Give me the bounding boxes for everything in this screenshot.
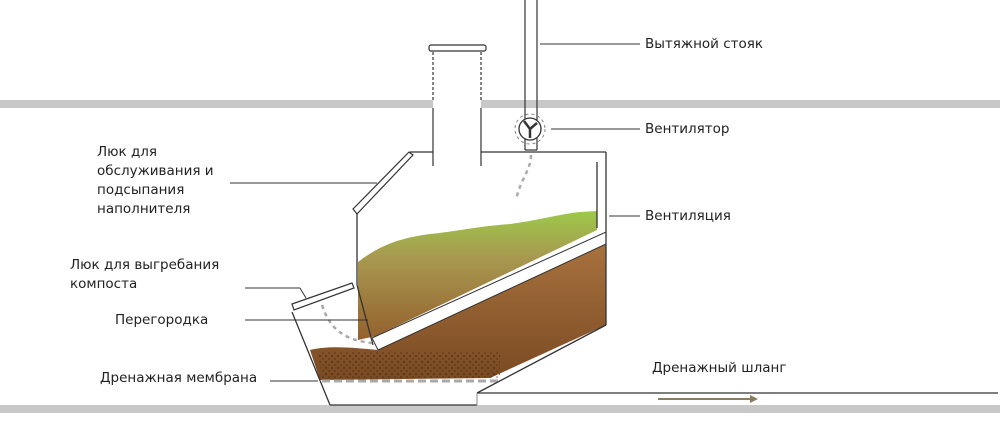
label-line: Люк для выгребания	[70, 257, 220, 273]
leader-lines	[230, 43, 640, 382]
label-line: наполнителя	[97, 201, 191, 217]
upper-floor-slab-left	[0, 100, 433, 108]
label-line: подсыпания	[97, 182, 185, 198]
fan-icon	[514, 113, 546, 145]
label-partition: Перегородка	[115, 312, 209, 328]
label-line: компоста	[70, 276, 138, 292]
service-hatch	[352, 151, 414, 215]
label-fan: Вентилятор	[645, 121, 730, 137]
lower-compost-layer	[310, 244, 606, 380]
compost-hatch-dashed-path	[320, 304, 373, 345]
label-line: обслуживания и	[97, 163, 214, 179]
label-exhaust-riser: Вытяжной стояк	[645, 36, 764, 52]
tank-outline	[291, 151, 607, 406]
compost-hatch	[291, 282, 355, 311]
label-compost-hatch: Люк для выгребания компоста	[70, 256, 219, 294]
drain-hose	[476, 392, 998, 405]
label-drain-hose: Дренажный шланг	[652, 360, 787, 376]
label-line: Люк для	[97, 144, 158, 160]
compost-texture	[318, 352, 500, 378]
label-service-hatch: Люк для обслуживания и подсыпания наполн…	[97, 143, 214, 219]
label-drain-membrane: Дренажная мембрана	[100, 370, 258, 386]
lower-floor-slab	[0, 405, 1000, 413]
upper-compost-layer	[358, 211, 597, 340]
fan-airflow-dashed	[514, 154, 533, 201]
upper-floor-slab-right	[481, 100, 1000, 108]
label-ventilation: Вентиляция	[645, 208, 731, 224]
flow-arrow-icon	[658, 395, 758, 403]
toilet-shaft	[428, 44, 487, 166]
